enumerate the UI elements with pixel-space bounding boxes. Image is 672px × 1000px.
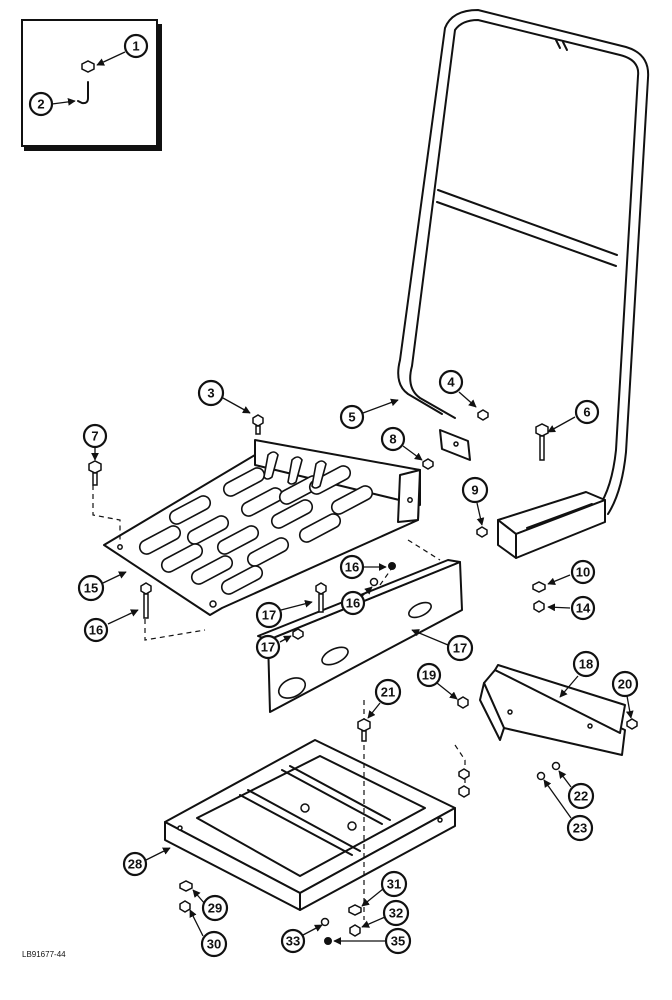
nut-17c (179, 900, 191, 913)
callout-19: 20 (611, 670, 639, 719)
callout-16a: 10 (547, 559, 596, 585)
callout-label: 10 (576, 565, 590, 580)
nut-part (81, 60, 95, 73)
washer-9 (320, 917, 330, 927)
nut-17a (533, 600, 545, 613)
bolt-28 (252, 414, 264, 435)
callout-label: 17 (453, 641, 467, 656)
back-frame-part (397, 9, 650, 559)
callout-label: 8 (389, 432, 396, 447)
nut-10 (324, 937, 332, 945)
callout-label: 16 (345, 560, 359, 575)
j-bolt-part (77, 81, 89, 105)
callout-6: 1 (96, 33, 149, 66)
callout-label: 3 (207, 386, 214, 401)
callout-20: 22 (558, 770, 595, 810)
washer-20 (551, 761, 561, 771)
callout-label: 31 (387, 877, 401, 892)
callout-29: 17 (411, 629, 474, 662)
washer-16c (179, 880, 193, 892)
bolt-2 (535, 423, 549, 461)
callout-label: 17 (261, 640, 275, 655)
callout-label: 7 (91, 429, 98, 444)
screw-3 (477, 409, 489, 421)
callout-17a: 14 (547, 595, 596, 621)
nut-4 (457, 696, 469, 709)
nut-32 (388, 562, 396, 570)
callout-17c: 32 (361, 899, 410, 928)
callout-label: 16 (89, 623, 103, 638)
callout-33: 16 (340, 586, 373, 616)
callout-label: 9 (471, 483, 478, 498)
base-frame-part (164, 739, 456, 911)
callout-label: 17 (262, 608, 276, 623)
seat-pan-part (103, 439, 421, 616)
callout-16c: 31 (361, 870, 408, 907)
nut-17b (458, 785, 470, 798)
callout-18: 18 (559, 650, 600, 698)
washer-16d (348, 904, 362, 916)
callout-label: 32 (389, 906, 403, 921)
callout-22: 15 (77, 571, 127, 602)
callout-label: 2 (37, 97, 44, 112)
callout-5: 2 (28, 91, 76, 117)
callout-3: 4 (438, 369, 477, 408)
callout-4: 19 (416, 662, 458, 700)
callout-label: 23 (573, 821, 587, 836)
bracket-part (479, 664, 626, 756)
callout-label: 30 (207, 937, 221, 952)
callout-label: 18 (579, 657, 593, 672)
callout-31: 8 (380, 426, 423, 461)
callout-label: 14 (576, 601, 591, 616)
callout-label: 33 (286, 934, 300, 949)
callout-14: 21 (367, 678, 402, 719)
callout-17b: 30 (189, 909, 228, 958)
callout-label: 4 (447, 375, 455, 390)
callout-9: 33 (280, 924, 323, 954)
screw-19 (626, 718, 638, 730)
callout-21: 23 (543, 779, 594, 842)
callout-28: 3 (197, 379, 251, 414)
nut-17d (349, 924, 361, 937)
bolt-23 (315, 582, 327, 613)
reference-code: LB91677-44 (22, 950, 66, 959)
screw-31 (422, 458, 434, 470)
callout-label: 22 (574, 789, 588, 804)
callout-10: 35 (333, 927, 412, 955)
callout-label: 5 (348, 410, 355, 425)
callout-23: 17 (255, 599, 313, 629)
callout-label: 1 (132, 39, 139, 54)
detail-inset (21, 19, 162, 151)
callout-label: 35 (391, 934, 405, 949)
callout-30: 17 (255, 634, 292, 660)
callout-15: 7 (82, 423, 108, 461)
hardware (88, 409, 638, 945)
washer-16b (458, 768, 470, 780)
bolt-14 (357, 718, 371, 742)
callout-8: 16 (83, 609, 139, 643)
washer-33 (369, 577, 379, 587)
callout-2: 6 (547, 399, 600, 433)
callout-7: 28 (122, 847, 171, 877)
callout-35: 9 (461, 476, 489, 526)
callout-label: 21 (381, 685, 395, 700)
callout-label: 20 (618, 677, 632, 692)
callout-label: 15 (84, 581, 98, 596)
callout-label: 29 (208, 901, 222, 916)
slide-rail-part (257, 559, 463, 713)
callout-label: 19 (422, 668, 436, 683)
bolt-8 (140, 582, 152, 619)
callout-label: 28 (128, 857, 142, 872)
callout-1: 5 (339, 398, 399, 430)
washer-16a (532, 581, 546, 593)
callout-16b: 29 (192, 889, 229, 922)
screw-30 (292, 628, 304, 640)
callout-label: 16 (346, 596, 360, 611)
callout-label: 6 (583, 405, 590, 420)
callout-32: 16 (339, 554, 387, 580)
nut-21 (536, 771, 546, 781)
bolt-15 (88, 460, 102, 486)
screw-35 (476, 526, 488, 538)
